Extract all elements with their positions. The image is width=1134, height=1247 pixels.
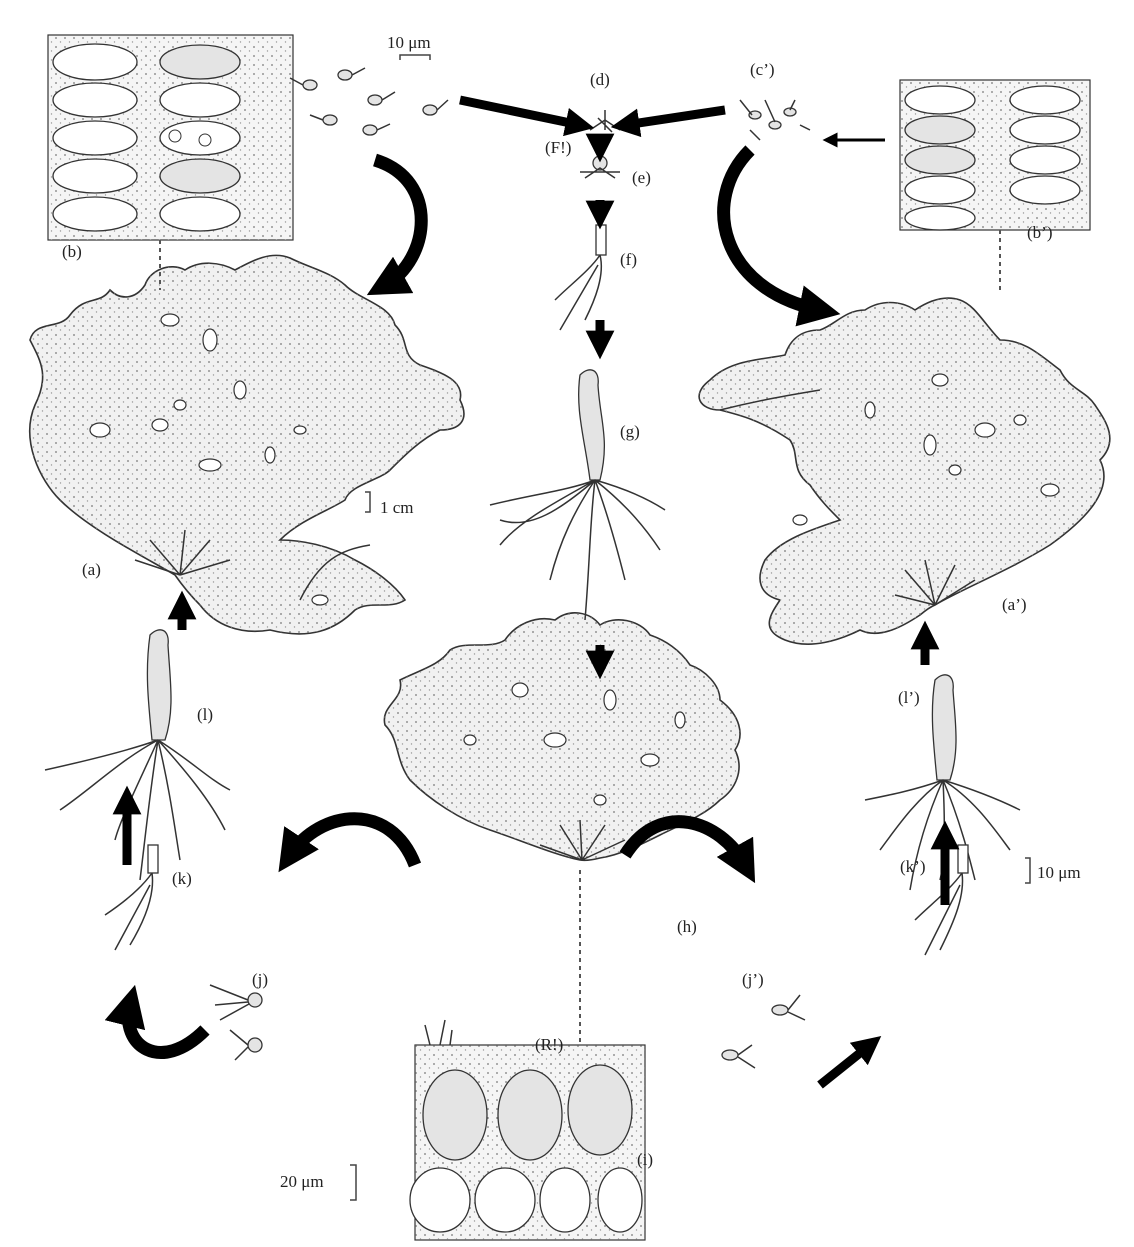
scale-bar-top: 10 μm <box>387 33 431 60</box>
zygote-d <box>590 110 620 132</box>
label-j-prime: (j’) <box>742 970 764 989</box>
label-l: (l) <box>197 705 213 724</box>
scale-label-bottom: 20 μm <box>280 1172 324 1191</box>
label-d: (d) <box>590 70 610 89</box>
arrow-j-to-k <box>128 1005 205 1052</box>
arrow-gametes-to-thallus-a <box>375 160 421 285</box>
germling-f <box>555 225 606 330</box>
label-a: (a) <box>82 560 101 579</box>
scale-label-right: 10 μm <box>1037 863 1081 882</box>
gametes-right-c-prime <box>740 100 810 140</box>
arrow-cprime-to-thallus-aprime <box>724 150 820 310</box>
label-h: (h) <box>677 917 697 936</box>
scale-bar-thallus: 1 cm <box>365 492 414 517</box>
cell-panel-b <box>48 35 293 240</box>
label-a-prime: (a’) <box>1002 595 1027 614</box>
gametes-left <box>290 68 448 135</box>
arrow-sporangia-to-j <box>290 819 415 865</box>
label-i: (i) <box>637 1150 653 1169</box>
label-c-prime: (c’) <box>750 60 775 79</box>
arrow-cprime-to-d <box>625 110 725 125</box>
label-l-prime: (l’) <box>898 688 920 707</box>
scale-bar-right: 10 μm <box>1025 858 1081 883</box>
label-R: (R!) <box>535 1035 563 1054</box>
arrow-jprime-to-kprime <box>820 1045 870 1085</box>
zoospores-j-prime <box>722 995 805 1068</box>
label-f: (f) <box>620 250 637 269</box>
zygote-e <box>580 156 620 178</box>
zoospores-j <box>210 985 262 1060</box>
arrow-c-to-d <box>460 100 580 125</box>
label-k-prime: (k’) <box>900 857 925 876</box>
label-b-prime: (b’) <box>1027 223 1052 242</box>
germling-g <box>490 370 665 620</box>
label-g: (g) <box>620 422 640 441</box>
label-j: (j) <box>252 970 268 989</box>
sporangia-panel-i <box>410 1020 645 1240</box>
scale-label-thallus: 1 cm <box>380 498 414 517</box>
label-F: (F!) <box>545 138 571 157</box>
label-k: (k) <box>172 869 192 888</box>
scale-bar-bottom: 20 μm <box>280 1165 356 1200</box>
cell-panel-b-prime <box>900 80 1090 230</box>
scale-label-top: 10 μm <box>387 33 431 52</box>
germling-l <box>45 630 230 880</box>
label-e: (e) <box>632 168 651 187</box>
label-b: (b) <box>62 242 82 261</box>
thallus-a-prime <box>699 298 1110 644</box>
